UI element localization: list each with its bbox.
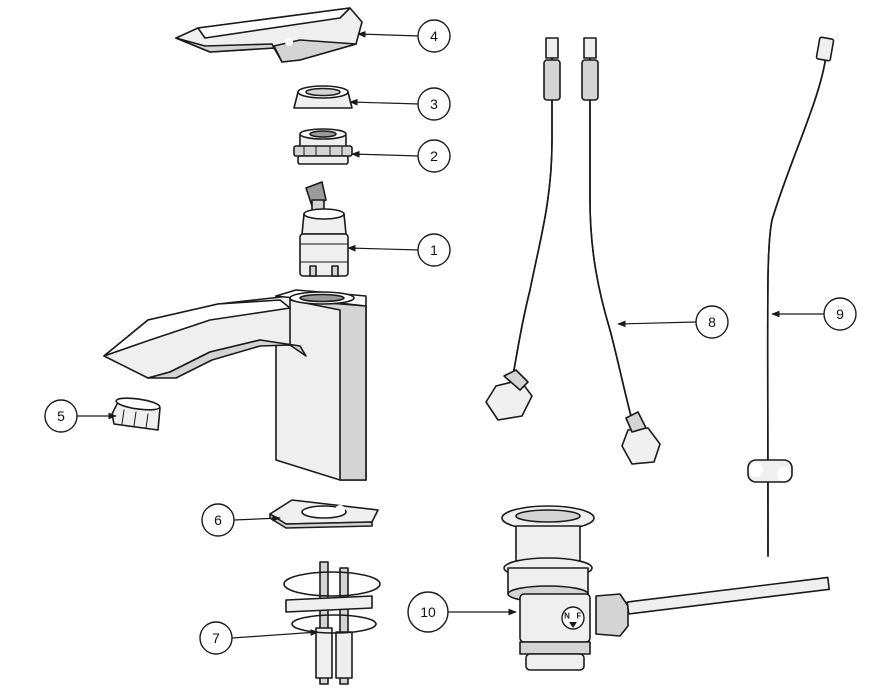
mounting-kit xyxy=(283,561,381,685)
callout-4-label: 4 xyxy=(430,28,438,44)
cap-ring xyxy=(293,85,353,109)
aerator xyxy=(111,397,161,431)
callout-2-label: 2 xyxy=(430,148,438,164)
callout-5: 5 xyxy=(44,399,117,433)
lever-handle xyxy=(175,7,363,63)
faucet-body xyxy=(103,289,367,481)
flexible-hoses xyxy=(485,37,661,465)
callout-1-label: 1 xyxy=(430,242,438,258)
callout-3: 3 xyxy=(349,87,451,121)
callout-4: 4 xyxy=(357,19,451,53)
callout-10: 10 xyxy=(407,591,517,633)
callout-5-label: 5 xyxy=(57,408,65,424)
badge-letter-n: N xyxy=(564,612,570,621)
callout-9: 9 xyxy=(771,297,857,331)
callout-6-label: 6 xyxy=(214,512,222,528)
callout-3-label: 3 xyxy=(430,96,438,112)
callout-6: 6 xyxy=(201,503,281,537)
callout-1: 1 xyxy=(347,233,451,267)
callout-9-label: 9 xyxy=(836,306,844,322)
base-plate xyxy=(269,499,379,529)
callout-8: 8 xyxy=(617,305,729,339)
bonnet-nut xyxy=(293,128,353,165)
callout-7: 7 xyxy=(199,621,319,655)
pop-up-rod xyxy=(747,36,835,557)
callout-10-label: 10 xyxy=(420,604,436,620)
callout-8-label: 8 xyxy=(708,314,716,330)
badge-letter-f: F xyxy=(577,612,582,621)
callout-7-label: 7 xyxy=(212,630,220,646)
cartridge xyxy=(299,181,349,277)
callout-2: 2 xyxy=(351,139,451,173)
pop-up-waste xyxy=(501,505,831,671)
waste-badge: N F xyxy=(561,606,585,630)
